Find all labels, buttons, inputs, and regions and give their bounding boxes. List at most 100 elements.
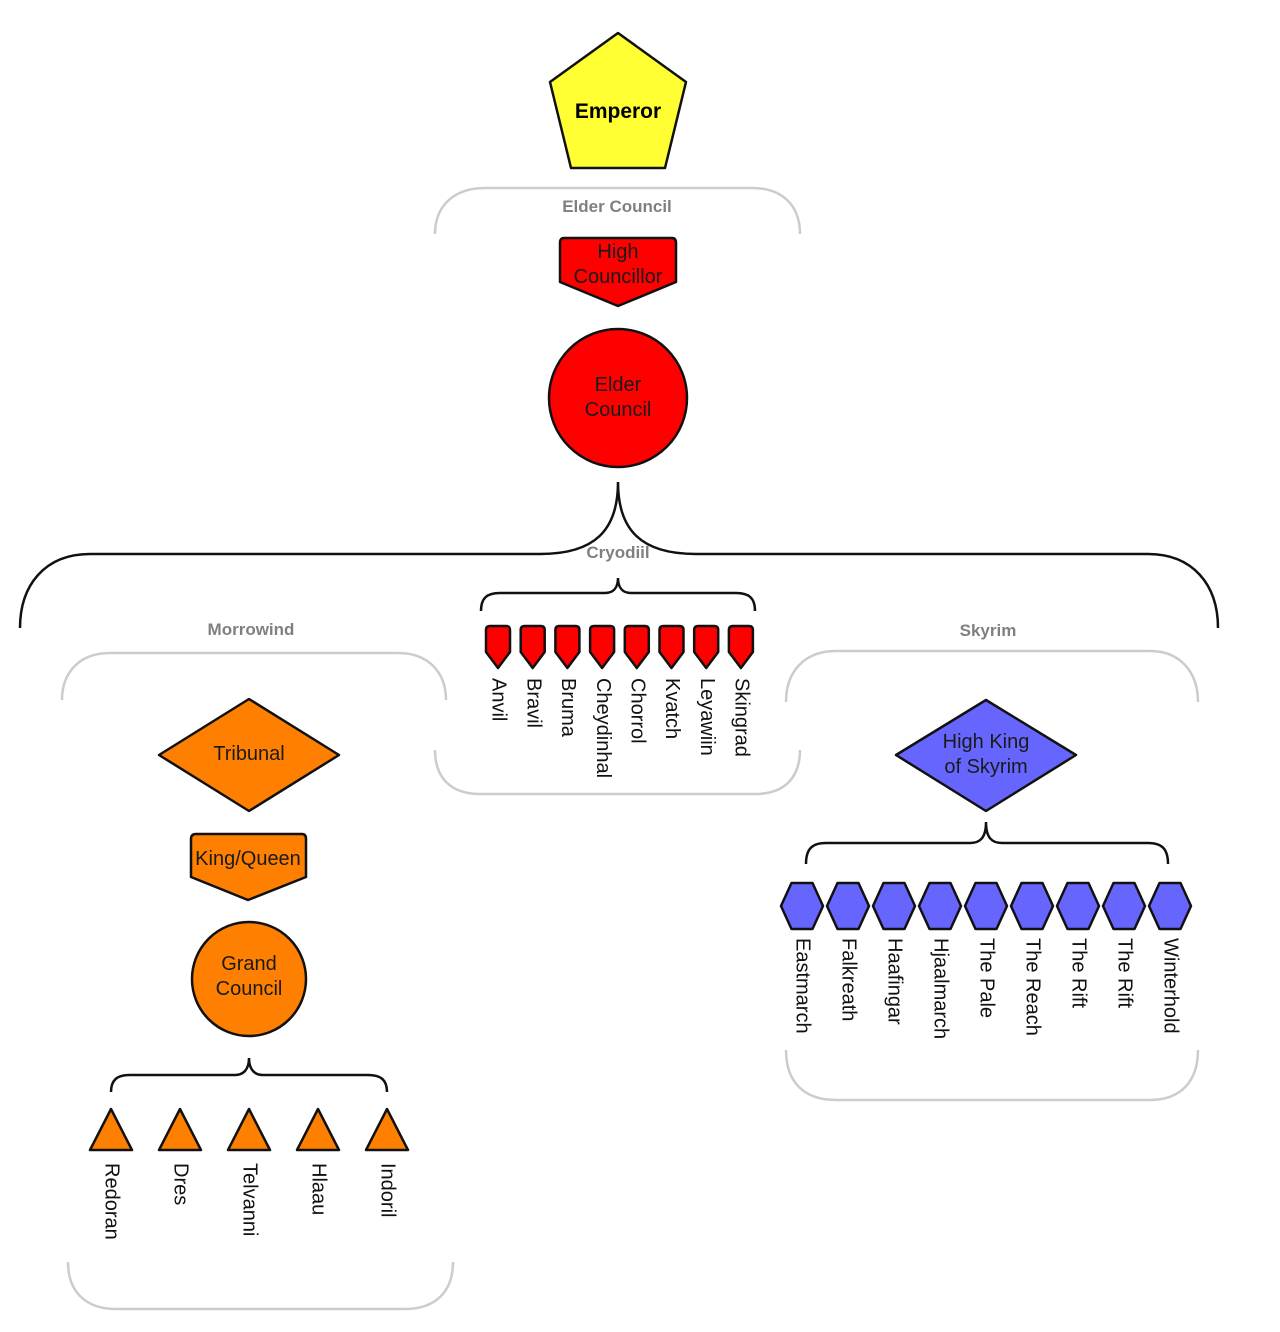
leaf-label: Redoran bbox=[101, 1163, 123, 1240]
morrowind-frame-top bbox=[60, 651, 448, 701]
grand-council-label-line1: Grand bbox=[221, 953, 277, 975]
leaf-label: Indoril bbox=[377, 1163, 399, 1217]
leaf-label: Kvatch bbox=[661, 678, 683, 739]
house-telvanni[interactable]: Telvanni bbox=[226, 1107, 272, 1236]
leaf-label: Hlaau bbox=[308, 1163, 330, 1215]
skyrim-frame-top bbox=[784, 649, 1200, 703]
leaf-label: Bruma bbox=[557, 678, 579, 738]
morrowind-houses: Redoran Dres Telvanni Hlaau Indoril bbox=[88, 1107, 410, 1240]
city-shield-icon bbox=[554, 624, 581, 670]
high-king-node[interactable]: High King of Skyrim bbox=[894, 698, 1078, 813]
leaf-label: The Rift bbox=[1068, 938, 1090, 1008]
hold-the-reach-5[interactable]: The Reach bbox=[1009, 881, 1055, 1036]
hold-the-pale-4[interactable]: The Pale bbox=[963, 881, 1009, 1018]
high-councillor-label-line1: High bbox=[597, 241, 638, 263]
city-shield-icon bbox=[484, 624, 512, 670]
morrowind-group-label: Morrowind bbox=[208, 620, 295, 639]
leaf-label: Haafingar bbox=[884, 938, 906, 1025]
leaf-label: Bravil bbox=[522, 678, 544, 728]
house-triangle-icon bbox=[295, 1107, 341, 1152]
leaf-label: Telvanni bbox=[239, 1163, 261, 1236]
cyrodiil-frame bbox=[433, 749, 802, 796]
hold-hexagon-icon bbox=[963, 881, 1009, 931]
city-leyawiin[interactable]: Leyawiin bbox=[692, 624, 720, 756]
city-shield-icon bbox=[519, 624, 546, 670]
leaf-label: Hjaalmarch bbox=[930, 938, 952, 1039]
house-triangle-icon bbox=[364, 1107, 410, 1152]
high-king-label-line1: High King bbox=[943, 731, 1030, 753]
king-queen-label: King/Queen bbox=[195, 848, 301, 870]
high-councillor-node[interactable]: High Councillor bbox=[558, 236, 678, 308]
skyrim-brace bbox=[804, 821, 1170, 865]
house-hlaau[interactable]: Hlaau bbox=[295, 1107, 341, 1215]
hold-hexagon-icon bbox=[917, 881, 963, 931]
city-bravil[interactable]: Bravil bbox=[519, 624, 546, 728]
hold-hexagon-icon bbox=[1055, 881, 1101, 931]
leaf-label: Leyawiin bbox=[696, 678, 718, 756]
hold-the-rift-7[interactable]: The Rift bbox=[1101, 881, 1147, 1008]
leaf-label: Anvil bbox=[488, 678, 510, 721]
elder-council-node[interactable]: Elder Council bbox=[547, 327, 689, 469]
house-redoran[interactable]: Redoran bbox=[88, 1107, 134, 1240]
house-indoril[interactable]: Indoril bbox=[364, 1107, 410, 1217]
house-triangle-icon bbox=[226, 1107, 272, 1152]
morrowind-brace bbox=[109, 1057, 389, 1093]
leaf-label: The Rift bbox=[1114, 938, 1136, 1008]
hold-winterhold-8[interactable]: Winterhold bbox=[1147, 881, 1193, 1034]
leaf-label: Winterhold bbox=[1160, 938, 1182, 1034]
emperor-shape bbox=[548, 31, 688, 170]
high-councillor-label-line2: Councillor bbox=[574, 266, 663, 288]
high-councillor-shape bbox=[558, 236, 678, 308]
tribunal-label: Tribunal bbox=[213, 743, 285, 765]
elder-council-shape bbox=[547, 327, 689, 469]
hold-eastmarch-0[interactable]: Eastmarch bbox=[779, 881, 825, 1034]
leaf-label: The Pale bbox=[976, 938, 998, 1018]
city-bruma[interactable]: Bruma bbox=[554, 624, 581, 738]
skyrim-holds: Eastmarch Falkreath Haafingar Hjaalmarch The… bbox=[779, 881, 1193, 1039]
leaf-label: The Reach bbox=[1022, 938, 1044, 1036]
city-shield-icon bbox=[623, 624, 651, 670]
grand-council-node[interactable]: Grand Council bbox=[190, 920, 308, 1038]
high-king-label-line2: of Skyrim bbox=[944, 756, 1027, 778]
hold-hexagon-icon bbox=[1147, 881, 1193, 931]
city-shield-icon bbox=[727, 624, 755, 670]
hold-falkreath-1[interactable]: Falkreath bbox=[825, 881, 871, 1021]
emperor-label: Emperor bbox=[575, 100, 661, 123]
tribunal-node[interactable]: Tribunal bbox=[157, 697, 341, 813]
emperor-node[interactable]: Emperor bbox=[548, 31, 688, 170]
city-chorrol[interactable]: Chorrol bbox=[623, 624, 651, 744]
hold-hexagon-icon bbox=[779, 881, 825, 931]
elder-council-group-label: Elder Council bbox=[562, 197, 672, 216]
king-queen-node[interactable]: King/Queen bbox=[189, 832, 308, 902]
hold-haafingar-2[interactable]: Haafingar bbox=[871, 881, 917, 1025]
city-anvil[interactable]: Anvil bbox=[484, 624, 512, 721]
city-shield-icon bbox=[588, 624, 616, 670]
city-shield-icon bbox=[658, 624, 685, 670]
house-dres[interactable]: Dres bbox=[157, 1107, 203, 1205]
leaf-label: Falkreath bbox=[838, 938, 860, 1021]
leaf-label: Dres bbox=[170, 1163, 192, 1205]
leaf-label: Cheydinhal bbox=[592, 678, 614, 778]
leaf-label: Skingrad bbox=[731, 678, 753, 757]
hold-hexagon-icon bbox=[1101, 881, 1147, 931]
grand-council-label-line2: Council bbox=[216, 978, 283, 1000]
king-queen-shape bbox=[189, 832, 308, 902]
hold-hexagon-icon bbox=[825, 881, 871, 931]
high-king-shape bbox=[894, 698, 1078, 813]
morrowind-frame-bottom bbox=[66, 1261, 455, 1311]
hold-hjaalmarch-3[interactable]: Hjaalmarch bbox=[917, 881, 963, 1039]
hold-hexagon-icon bbox=[871, 881, 917, 931]
skyrim-group-label: Skyrim bbox=[960, 621, 1017, 640]
provinces-brace bbox=[18, 481, 1220, 629]
house-triangle-icon bbox=[157, 1107, 203, 1152]
city-skingrad[interactable]: Skingrad bbox=[727, 624, 755, 757]
house-triangle-icon bbox=[88, 1107, 134, 1152]
elder-council-frame bbox=[433, 186, 802, 235]
hold-the-rift-6[interactable]: The Rift bbox=[1055, 881, 1101, 1008]
hold-hexagon-icon bbox=[1009, 881, 1055, 931]
city-cheydinhal[interactable]: Cheydinhal bbox=[588, 624, 616, 778]
grand-council-shape bbox=[190, 920, 308, 1038]
leaf-label: Chorrol bbox=[627, 678, 649, 744]
city-kvatch[interactable]: Kvatch bbox=[658, 624, 685, 739]
